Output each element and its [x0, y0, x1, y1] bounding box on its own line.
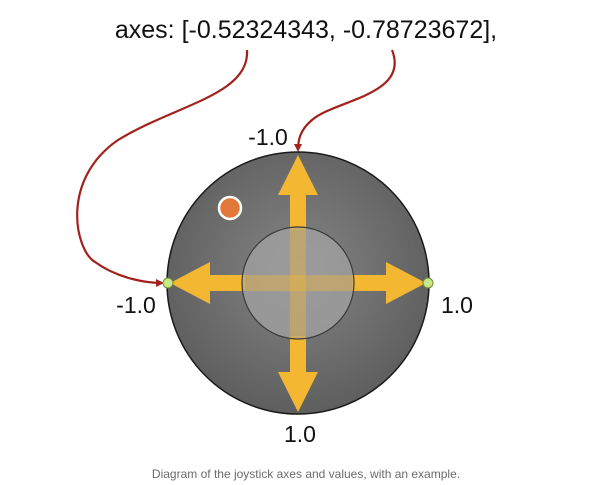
joystick-center-stick: [241, 226, 355, 340]
y-axis-pointer-line: [294, 49, 396, 152]
example-position-dot: [217, 195, 243, 221]
center-cross: [243, 228, 353, 338]
top-value-label: -1.0: [248, 124, 288, 150]
arrow-down: [278, 336, 318, 412]
right-extent-marker: [422, 277, 434, 289]
arrow-left: [170, 262, 245, 304]
arrow-right: [352, 262, 426, 304]
right-value-label: 1.0: [441, 292, 473, 318]
arrow-up: [278, 155, 318, 230]
bottom-value-label: 1.0: [284, 421, 316, 447]
diagram-caption: Diagram of the joystick axes and values,…: [152, 467, 460, 481]
x-axis-pointer-line: [76, 49, 249, 287]
left-extent-marker: [162, 277, 174, 289]
direction-arrows: [170, 155, 426, 412]
left-value-label: -1.0: [116, 292, 156, 318]
axes-readout: axes: [-0.52324343, -0.78723672],: [115, 16, 497, 44]
